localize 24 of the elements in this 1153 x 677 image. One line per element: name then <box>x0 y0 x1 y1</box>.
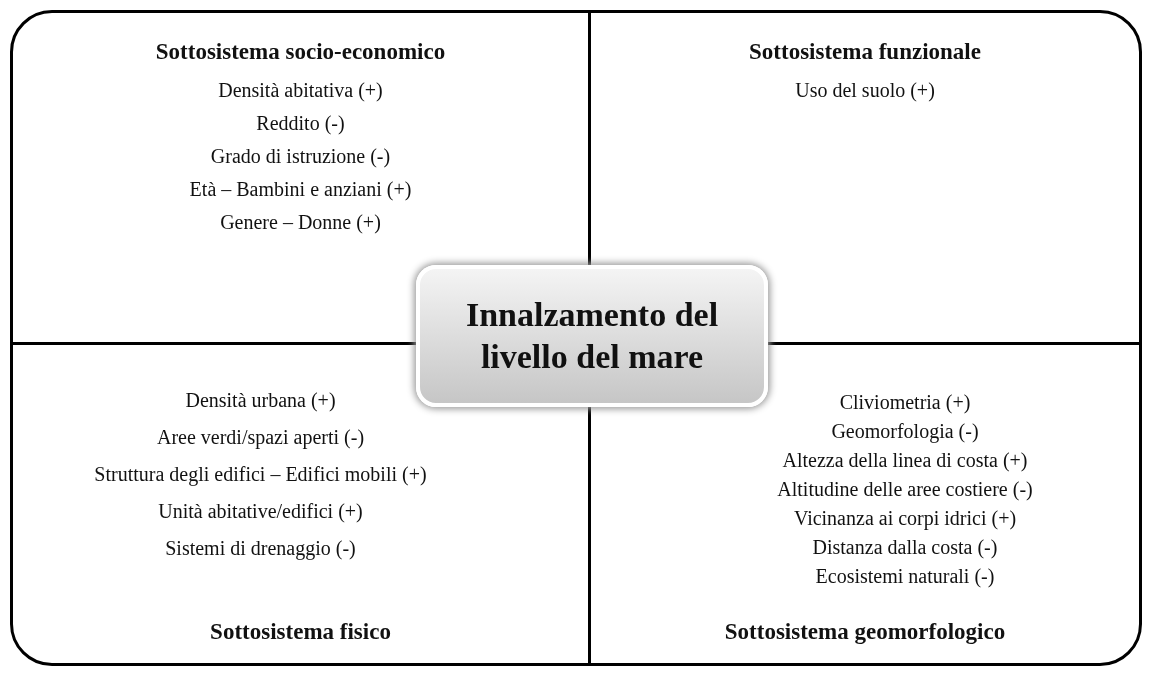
factor-text: Aree verdi/spazi aperti (-) <box>156 426 365 449</box>
factor-text: Grado di istruzione (-) <box>210 145 391 168</box>
quadrant-heading: Sottosistema fisico <box>210 619 391 645</box>
factor-text: Struttura degli edifici – Edifici mobili (+) <box>94 463 427 486</box>
factor-text: Densità abitativa (+) <box>218 79 383 102</box>
frame-border <box>10 10 1142 666</box>
quadrant-heading: Sottosistema socio-economico <box>155 39 446 65</box>
factor-text: Altezza della linea di costa (+) <box>782 449 1028 472</box>
factor-text: Età – Bambini e anziani (+) <box>189 178 412 201</box>
factor-text: Densità urbana (+) <box>185 389 336 412</box>
factor-text: Uso del suolo (+) <box>795 79 935 102</box>
factor-text: Reddito (-) <box>256 112 345 135</box>
factor-text: Sistemi di drenaggio (-) <box>165 537 356 560</box>
factor-text: Altitudine delle aree costiere (-) <box>777 478 1033 501</box>
factor-text: Geomorfologia (-) <box>831 420 979 443</box>
factor-text: Distanza dalla costa (-) <box>812 536 998 559</box>
factor-text: Unità abitative/edifici (+) <box>158 500 363 523</box>
quadrant-heading: Sottosistema funzionale <box>749 39 981 65</box>
factor-text: Ecosistemi naturali (-) <box>815 565 995 588</box>
central-topic-box: Innalzamento del livello del mare <box>416 265 768 407</box>
factor-text: Genere – Donne (+) <box>220 211 381 234</box>
quadrant-heading: Sottosistema geomorfologico <box>724 619 1006 645</box>
factor-text: Vicinanza ai corpi idrici (+) <box>793 507 1017 530</box>
factor-text: Cliviometria (+) <box>839 391 971 414</box>
